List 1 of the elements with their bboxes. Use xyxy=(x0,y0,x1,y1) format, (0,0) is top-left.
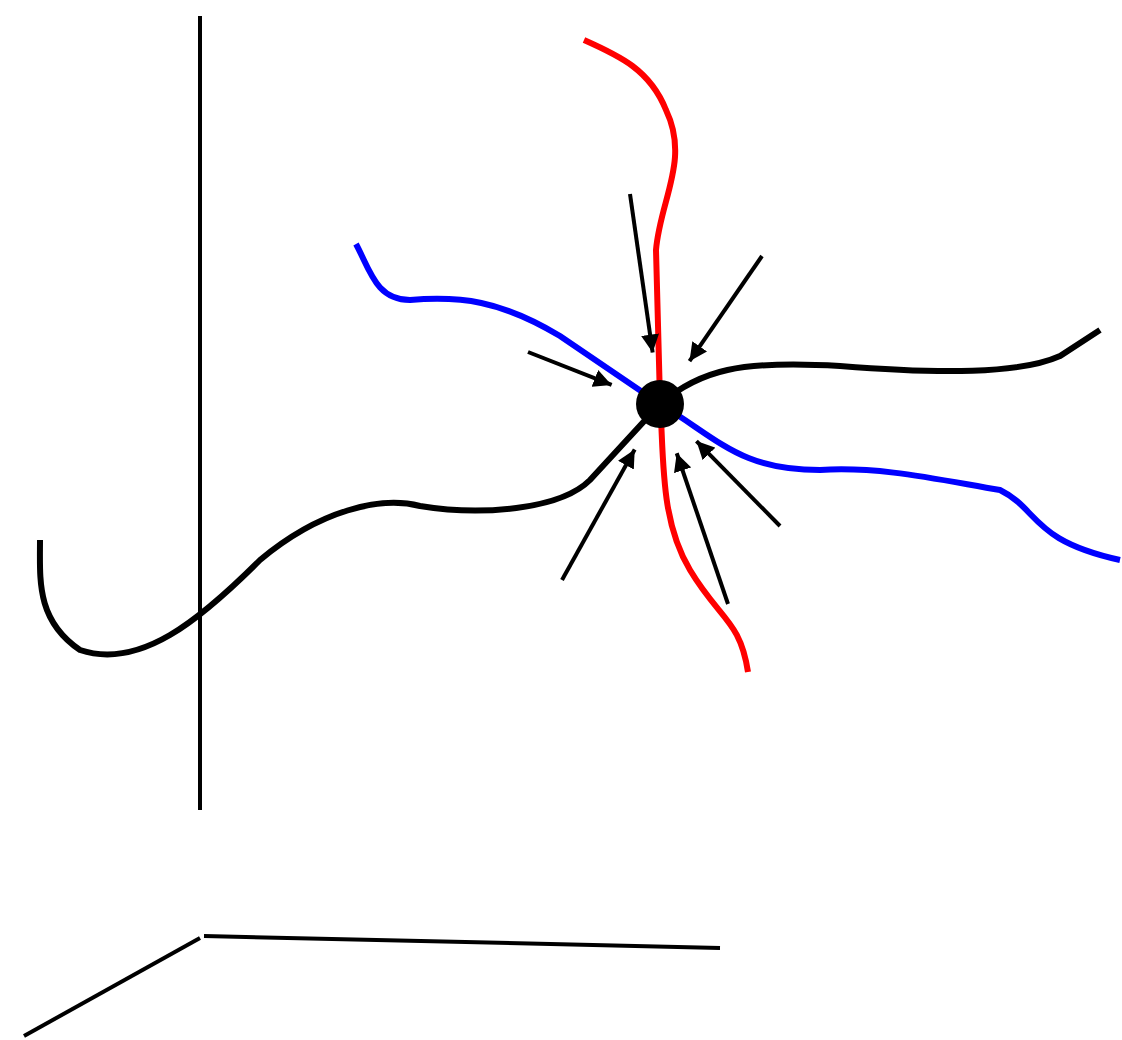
junction-dot xyxy=(636,380,684,428)
